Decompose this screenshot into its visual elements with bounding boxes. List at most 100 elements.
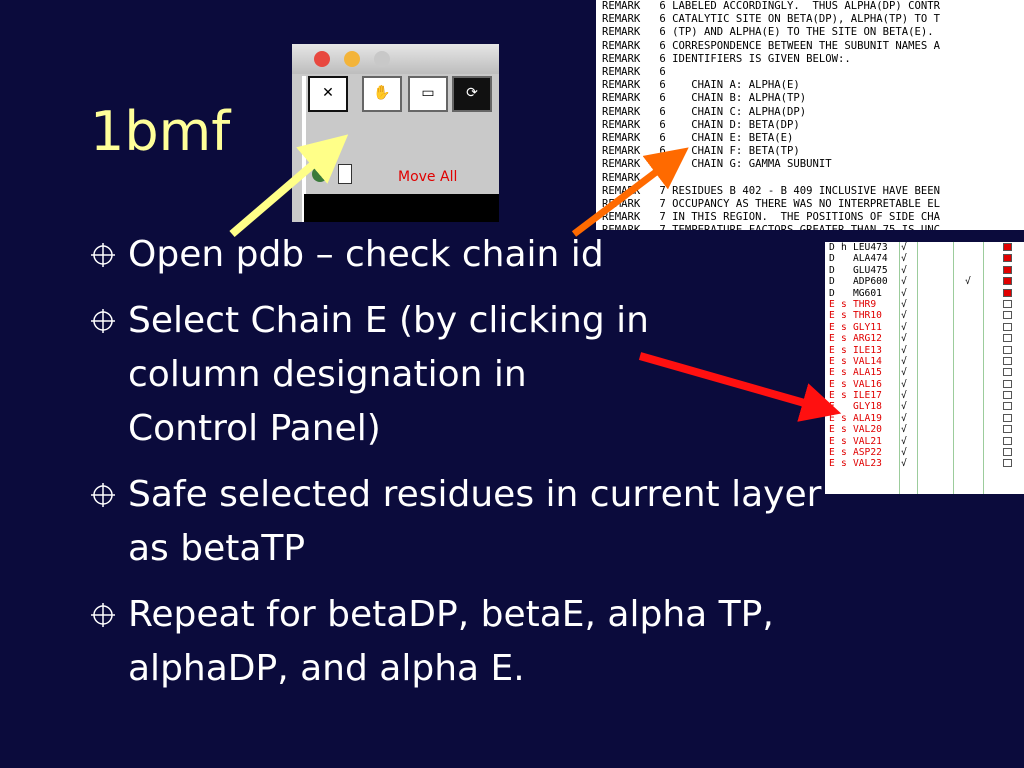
display-check-cell[interactable]: √ bbox=[901, 378, 907, 390]
color-box-icon[interactable] bbox=[1003, 356, 1012, 365]
residue-name-cell: ARG12 bbox=[853, 333, 882, 345]
color-box-icon[interactable] bbox=[1003, 322, 1012, 331]
chain-id-cell[interactable]: E bbox=[829, 424, 835, 436]
color-box-icon[interactable] bbox=[1003, 254, 1012, 263]
close-dot-icon bbox=[314, 51, 330, 67]
chain-id-cell[interactable]: D bbox=[829, 253, 835, 265]
color-box-icon[interactable] bbox=[1003, 311, 1012, 320]
color-box-icon[interactable] bbox=[1003, 448, 1012, 457]
color-box-icon[interactable] bbox=[1003, 425, 1012, 434]
display-check-cell[interactable]: √ bbox=[901, 321, 907, 333]
color-box-icon[interactable] bbox=[1003, 277, 1012, 286]
secondary-structure-cell: s bbox=[841, 310, 847, 322]
secondary-structure-cell: s bbox=[841, 412, 847, 424]
secondary-structure-cell: s bbox=[841, 367, 847, 379]
color-box-icon[interactable] bbox=[1003, 391, 1012, 400]
display-check-cell[interactable]: √ bbox=[901, 412, 907, 424]
chain-id-cell[interactable]: E bbox=[829, 458, 835, 470]
select-icon[interactable]: ✕ bbox=[308, 76, 348, 112]
globe-icon[interactable] bbox=[312, 166, 328, 182]
bullet-text: Repeat for betaDP, betaE, alpha TP, bbox=[128, 594, 774, 635]
color-box-icon[interactable] bbox=[1003, 459, 1012, 468]
display-check-cell[interactable]: √ bbox=[901, 298, 907, 310]
chain-id-cell[interactable]: E bbox=[829, 333, 835, 345]
display-check-cell[interactable]: √ bbox=[901, 344, 907, 356]
display-check-cell[interactable]: √ bbox=[901, 390, 907, 402]
residue-name-cell: ALA15 bbox=[853, 367, 882, 379]
display-check-cell[interactable]: √ bbox=[901, 367, 907, 379]
color-box-icon[interactable] bbox=[1003, 299, 1012, 308]
toolbar-dark-area bbox=[304, 194, 499, 222]
color-box-icon[interactable] bbox=[1003, 334, 1012, 343]
rotate-icon[interactable]: ⟳ bbox=[452, 76, 492, 112]
chain-id-cell[interactable]: E bbox=[829, 367, 835, 379]
remark-line: REMARK 6 CHAIN D: BETA(DP) bbox=[602, 118, 800, 131]
display-check-cell[interactable]: √ bbox=[901, 264, 907, 276]
frame-move-icon[interactable]: ▭ bbox=[408, 76, 448, 112]
crosshair-bullet-icon bbox=[91, 603, 115, 627]
chain-id-cell[interactable]: D bbox=[829, 264, 835, 276]
bullet-text: Control Panel) bbox=[128, 408, 381, 449]
chain-id-cell[interactable]: E bbox=[829, 355, 835, 367]
residue-name-cell: GLU475 bbox=[853, 264, 888, 276]
display-check-cell[interactable]: √ bbox=[901, 276, 907, 288]
chain-id-cell[interactable]: E bbox=[829, 435, 835, 447]
display-check-cell[interactable]: √ bbox=[901, 355, 907, 367]
display-check-cell[interactable]: √ bbox=[901, 287, 907, 299]
display-check-cell[interactable]: √ bbox=[901, 242, 907, 253]
chain-id-cell[interactable]: E bbox=[829, 321, 835, 333]
display-check-cell[interactable]: √ bbox=[901, 447, 907, 459]
color-box-icon[interactable] bbox=[1003, 243, 1012, 251]
display-check-cell[interactable]: √ bbox=[901, 401, 907, 413]
residue-name-cell: THR9 bbox=[853, 298, 877, 310]
chain-id-cell[interactable]: E bbox=[829, 310, 835, 322]
color-box-icon[interactable] bbox=[1003, 265, 1012, 274]
residue-row[interactable]: D GLU475 √ bbox=[825, 265, 1024, 276]
residue-name-cell: ALA19 bbox=[853, 412, 882, 424]
chain-id-cell[interactable]: D bbox=[829, 287, 835, 299]
chain-id-cell[interactable]: E bbox=[829, 344, 835, 356]
display-check-cell[interactable]: √ bbox=[901, 253, 907, 265]
display-check-cell[interactable]: √ bbox=[901, 458, 907, 470]
bullet-item: Repeat for betaDP, betaE, alpha TP,alpha… bbox=[88, 588, 908, 696]
color-box-icon[interactable] bbox=[1003, 288, 1012, 297]
color-box-icon[interactable] bbox=[1003, 345, 1012, 354]
label-check-cell[interactable]: √ bbox=[965, 276, 971, 288]
color-box-icon[interactable] bbox=[1003, 436, 1012, 445]
color-box-icon[interactable] bbox=[1003, 413, 1012, 422]
document-icon[interactable] bbox=[338, 164, 352, 184]
display-check-cell[interactable]: √ bbox=[901, 333, 907, 345]
chain-id-cell[interactable]: D bbox=[829, 276, 835, 288]
display-check-cell[interactable]: √ bbox=[901, 310, 907, 322]
remark-line: REMARK 7 IN THIS REGION. THE POSITIONS O… bbox=[602, 211, 941, 224]
move-all-button[interactable]: Move All bbox=[398, 169, 458, 185]
chain-id-cell[interactable]: D bbox=[829, 242, 835, 253]
remark-line: REMARK 6 CHAIN G: GAMMA SUBUNIT bbox=[602, 158, 832, 171]
display-check-cell[interactable]: √ bbox=[901, 424, 907, 436]
hand-move-icon[interactable]: ✋ bbox=[362, 76, 402, 112]
color-box-icon[interactable] bbox=[1003, 402, 1012, 411]
bullet-text: Safe selected residues in current layer bbox=[128, 474, 822, 515]
chain-id-cell[interactable]: E bbox=[829, 447, 835, 459]
color-box-icon[interactable] bbox=[1003, 379, 1012, 388]
chain-id-cell[interactable]: E bbox=[829, 298, 835, 310]
display-check-cell[interactable]: √ bbox=[901, 435, 907, 447]
color-box-icon[interactable] bbox=[1003, 368, 1012, 377]
